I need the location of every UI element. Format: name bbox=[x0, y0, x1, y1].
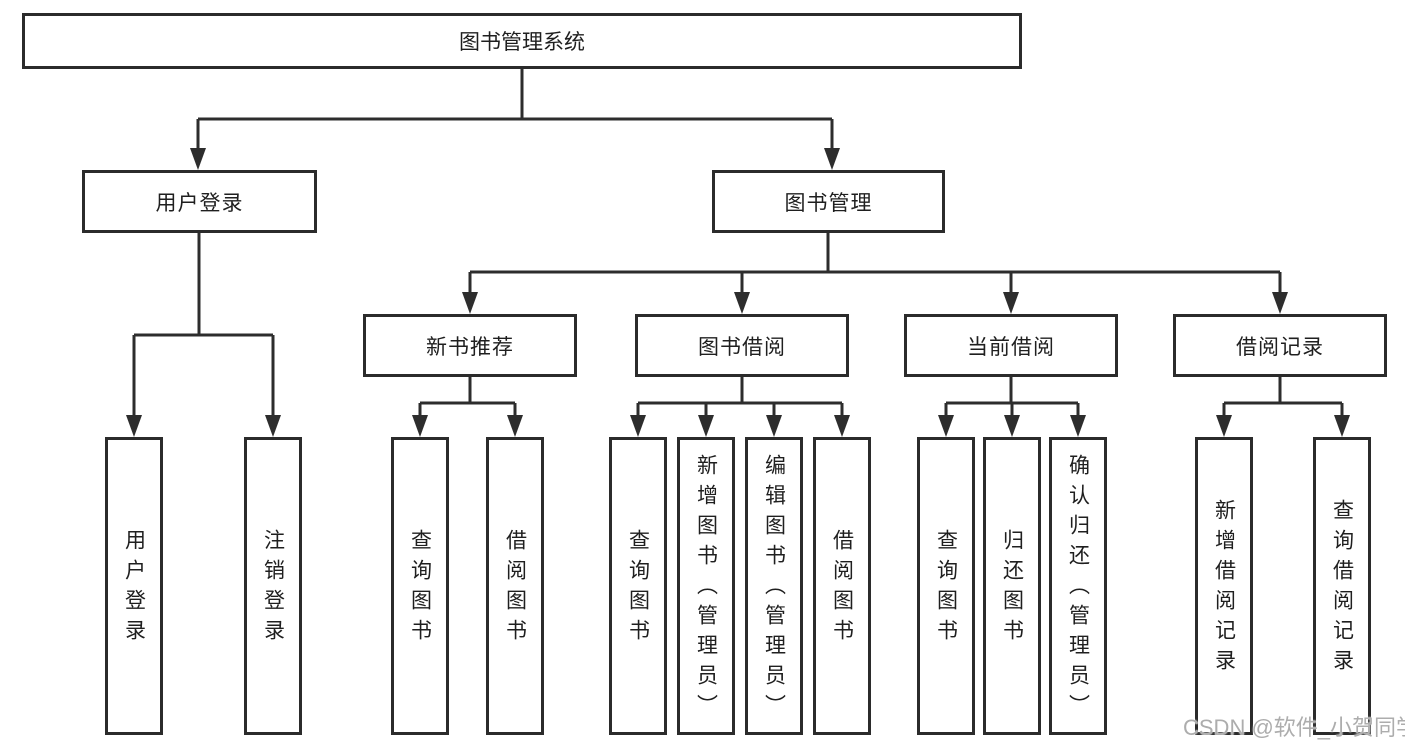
leaf-label: 借阅图书 bbox=[503, 529, 527, 649]
leaf-user-login: 用户登录 bbox=[105, 437, 163, 735]
node-label: 用户登录 bbox=[155, 191, 244, 215]
node-book-management: 图书管理 bbox=[712, 170, 945, 233]
node-label: 图书管理 bbox=[784, 191, 873, 215]
leaf-label: 编辑图书（管理员） bbox=[762, 454, 786, 724]
node-label: 图书借阅 bbox=[698, 335, 786, 359]
leaf-label: 用户登录 bbox=[122, 529, 146, 649]
leaf-query-book-2: 查询图书 bbox=[609, 437, 667, 735]
leaf-label: 新增图书（管理员） bbox=[694, 454, 718, 724]
leaf-label: 查询图书 bbox=[934, 529, 958, 649]
leaf-borrow-book-2: 借阅图书 bbox=[813, 437, 871, 735]
leaf-label: 查询图书 bbox=[408, 529, 432, 649]
leaf-return-book: 归还图书 bbox=[983, 437, 1041, 735]
leaf-query-book-3: 查询图书 bbox=[917, 437, 975, 735]
node-borrow-record: 借阅记录 bbox=[1173, 314, 1387, 377]
node-label: 借阅记录 bbox=[1236, 335, 1324, 359]
leaf-logout: 注销登录 bbox=[244, 437, 302, 735]
leaf-label: 查询图书 bbox=[626, 529, 650, 649]
leaf-label: 归还图书 bbox=[1000, 529, 1024, 649]
node-user-login: 用户登录 bbox=[82, 170, 317, 233]
leaf-label: 查询借阅记录 bbox=[1330, 499, 1354, 679]
node-current-borrow: 当前借阅 bbox=[904, 314, 1118, 377]
node-book-borrow: 图书借阅 bbox=[635, 314, 849, 377]
leaf-query-borrow-record: 查询借阅记录 bbox=[1313, 437, 1371, 735]
leaf-borrow-book-1: 借阅图书 bbox=[486, 437, 544, 735]
leaf-add-borrow-record: 新增借阅记录 bbox=[1195, 437, 1253, 735]
leaf-label: 新增借阅记录 bbox=[1212, 499, 1236, 679]
leaf-confirm-return-admin: 确认归还（管理员） bbox=[1049, 437, 1107, 735]
leaf-query-book-1: 查询图书 bbox=[391, 437, 449, 735]
node-label: 当前借阅 bbox=[967, 335, 1055, 359]
leaf-label: 确认归还（管理员） bbox=[1066, 454, 1090, 724]
node-root-label: 图书管理系统 bbox=[459, 31, 585, 54]
node-new-book-recommend: 新书推荐 bbox=[363, 314, 577, 377]
leaf-add-book-admin: 新增图书（管理员） bbox=[677, 437, 735, 735]
node-root: 图书管理系统 bbox=[22, 13, 1022, 69]
node-label: 新书推荐 bbox=[426, 335, 514, 359]
leaf-label: 借阅图书 bbox=[830, 529, 854, 649]
leaf-label: 注销登录 bbox=[261, 529, 285, 649]
leaf-edit-book-admin: 编辑图书（管理员） bbox=[745, 437, 803, 735]
